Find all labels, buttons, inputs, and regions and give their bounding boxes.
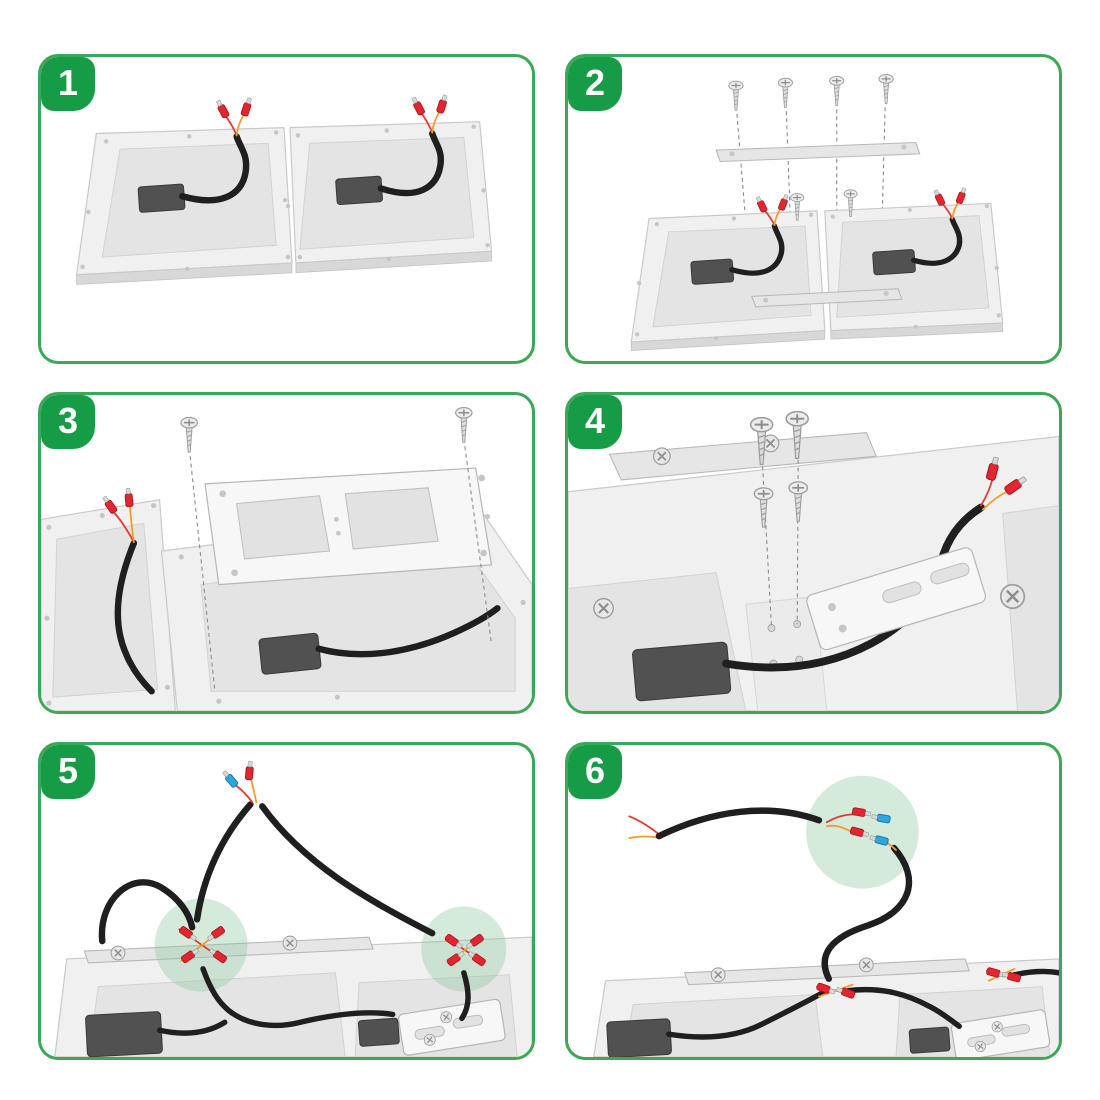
step-number: 6: [584, 750, 606, 791]
step-badge: 5: [41, 745, 95, 799]
step-number: 3: [57, 400, 79, 441]
scene-step-1: [75, 93, 493, 285]
red-connector: [214, 98, 231, 119]
scene-step-3: [41, 406, 532, 711]
cable: [666, 989, 826, 1040]
red-connector: [409, 95, 426, 117]
step-panel-4: 4: [565, 392, 1062, 714]
step-panel-2: 2: [565, 54, 1062, 364]
junction-box: [606, 1018, 672, 1057]
red-connector: [932, 188, 946, 207]
junction-box: [690, 258, 735, 285]
screw: [728, 80, 744, 111]
cable: [259, 803, 436, 937]
cable: [193, 801, 254, 923]
step-number: 4: [584, 400, 606, 441]
step-panel-3: 3: [38, 392, 535, 714]
tray-left-edge: [41, 487, 176, 711]
junction-box: [872, 249, 916, 276]
metal-strip: [83, 936, 374, 964]
screw: [454, 406, 473, 444]
red-connector: [754, 195, 768, 214]
cable: [821, 844, 913, 982]
cable: [315, 605, 501, 658]
step-panel-6: 6: [565, 742, 1062, 1060]
cable: [1011, 968, 1059, 978]
step-badge: 3: [41, 395, 95, 449]
screw: [828, 75, 845, 107]
junction-box: [258, 632, 322, 675]
cable: [729, 223, 785, 276]
screw-holes: [80, 130, 291, 272]
step-badge: 6: [568, 745, 622, 799]
step-badge: 2: [568, 57, 622, 111]
scene-step-5: [54, 760, 532, 1057]
step-number: 1: [57, 62, 79, 103]
junction-box: [137, 183, 186, 213]
cable: [459, 970, 471, 1022]
screw-head: [592, 597, 615, 620]
cable: [114, 539, 155, 695]
blue-connector: [220, 768, 239, 789]
screw-head: [710, 967, 726, 983]
hinge-bracket: [397, 998, 506, 1056]
junction-box: [335, 175, 383, 205]
screw: [878, 73, 894, 105]
cable: [377, 130, 445, 197]
cable: [655, 807, 823, 840]
seam-strip: [745, 595, 828, 711]
hinge-bracket: [950, 1009, 1051, 1057]
junction-box: [357, 1017, 400, 1047]
screw-holes: [285, 124, 490, 262]
screw-head: [110, 945, 126, 961]
scene-step-4: [568, 410, 1059, 711]
cable: [156, 1019, 228, 1036]
hinge-bracket: [806, 547, 987, 651]
red-connector: [124, 487, 134, 508]
tray-left: [75, 96, 293, 285]
red-connector: [244, 760, 255, 781]
mounting-bar-floating: [715, 141, 921, 163]
red-connector: [777, 193, 790, 212]
cable: [179, 133, 250, 204]
screw-head: [652, 447, 672, 466]
mounting-bar-installed: [750, 288, 903, 308]
red-connector: [435, 93, 450, 115]
cable: [845, 986, 962, 1030]
screw: [180, 416, 199, 453]
red-connector: [955, 186, 968, 205]
tray-right: [285, 93, 493, 274]
step-panel-1: 1: [38, 54, 535, 364]
step-number: 5: [57, 750, 79, 791]
step-panel-5: 5: [38, 742, 535, 1060]
step-badge: 1: [41, 57, 95, 111]
red-connector: [240, 96, 254, 117]
screw-head: [858, 957, 875, 973]
scene-step-6: [593, 775, 1059, 1057]
junction-box: [85, 1011, 163, 1057]
screw-head: [999, 583, 1026, 610]
step-number: 2: [584, 62, 606, 103]
cable: [98, 879, 196, 945]
step-badge: 4: [568, 395, 622, 449]
junction-box: [908, 1026, 951, 1054]
scene-step-2: [630, 73, 1004, 351]
panel-recess: [1002, 505, 1059, 711]
screw-head: [282, 935, 298, 951]
cable: [200, 966, 396, 1029]
screw: [777, 77, 794, 108]
cable: [911, 216, 963, 266]
mounting-bracket: [204, 467, 493, 586]
junction-box: [632, 641, 732, 702]
metal-strip: [608, 431, 878, 481]
